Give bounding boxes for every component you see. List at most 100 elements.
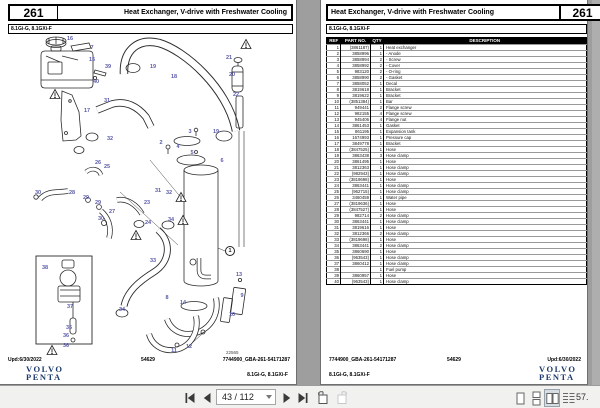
diagram-callout: 4 xyxy=(176,144,180,150)
last-page-button[interactable] xyxy=(294,389,311,406)
diagram-callout: 22 xyxy=(232,92,240,98)
diagram-callout: 15 xyxy=(88,57,96,63)
two-page-view-button[interactable] xyxy=(544,389,560,407)
parts-diagram-drawing xyxy=(33,36,252,355)
diagram-callout: 40 xyxy=(92,79,100,85)
diagram-callout: 37 xyxy=(66,304,74,310)
column-header: REF xyxy=(326,37,341,45)
heat-exchanger-body xyxy=(183,164,219,287)
diagram-callout: 10 xyxy=(228,312,236,318)
diagram-callout: 12 xyxy=(185,344,193,350)
mounting-brackets xyxy=(146,277,247,354)
two-page-continuous-view-icon xyxy=(562,392,574,403)
previous-view-button[interactable] xyxy=(314,389,331,406)
drawing-number: 22565 xyxy=(226,350,239,355)
diagram-callout: 1 xyxy=(225,246,235,256)
model-designation-right: 8.1Gi-G, 8.1GXi-F xyxy=(326,24,587,34)
diagram-callout: 19 xyxy=(212,129,220,135)
two-page-continuous-view-button[interactable] xyxy=(560,389,576,407)
next-page-button[interactable] xyxy=(278,389,295,406)
diagram-callout: 3 xyxy=(188,129,192,135)
diagram-callout: 16 xyxy=(66,36,74,42)
previous-view-icon xyxy=(317,391,328,404)
diagram-callout: 29 xyxy=(82,195,90,201)
column-header: QTY xyxy=(370,37,384,45)
diagram-callout: 34 xyxy=(167,217,175,223)
diagram-callout: 25 xyxy=(103,164,111,170)
footer-doc-ref-left: 7744900_GBA-261-54171287 xyxy=(222,357,290,363)
diagram-callout: 11 xyxy=(171,348,177,354)
next-page-icon xyxy=(283,392,290,403)
diagram-callout: 36 xyxy=(62,333,70,339)
previous-page-button[interactable] xyxy=(198,389,215,406)
diagram-callout: 5 xyxy=(190,150,194,156)
zoom-level-control[interactable]: 57. xyxy=(576,392,589,402)
next-view-button[interactable] xyxy=(334,389,351,406)
diagram-callout: 13 xyxy=(235,272,243,278)
two-page-view-icon xyxy=(545,392,559,404)
footer-catalog-number-left: 54629 xyxy=(141,357,155,363)
first-page-button[interactable] xyxy=(181,389,198,406)
vertical-scrollbar[interactable] xyxy=(592,0,600,385)
footer-models-left: 8.1Gi-G, 8.1GXi-F xyxy=(247,372,288,378)
page-number-left: 261 xyxy=(8,4,59,21)
first-page-icon xyxy=(185,392,194,403)
single-page-view-button[interactable] xyxy=(512,389,528,407)
diagram-callout: 32 xyxy=(106,136,114,142)
footer-updated-left: Upd:6/30/2022 xyxy=(8,357,42,363)
footer-updated-right: Upd:6/30/2022 xyxy=(547,357,581,363)
diagram-callout: 23 xyxy=(143,200,151,206)
diagram-callout: 31 xyxy=(154,188,162,194)
diagram-callout: 34 xyxy=(118,307,126,313)
diagram-callout: 8 xyxy=(165,295,169,301)
volvo-penta-logo: VOLVO PENTA xyxy=(26,364,64,382)
diagram-callout: 33 xyxy=(149,258,157,264)
diagram-callout: 29 xyxy=(94,200,102,206)
continuous-view-button[interactable] xyxy=(528,389,544,407)
diagram-callout: 19 xyxy=(149,64,157,70)
expansion-tank xyxy=(40,36,94,89)
model-designation-left: 8.1Gi-G, 8.1GXi-F xyxy=(8,24,293,34)
page-number-right: 261 xyxy=(559,4,600,21)
diagram-callout: 35 xyxy=(65,325,73,331)
diagram-callout: 30 xyxy=(34,190,42,196)
diagram-callout: 39 xyxy=(104,64,112,70)
page-number-input[interactable]: 43 / 112 xyxy=(216,389,276,405)
diagram-callout: 27 xyxy=(108,209,116,215)
diagram-callout: 6 xyxy=(220,158,224,164)
diagram-callout: 36 xyxy=(62,343,70,349)
diagram-callout: 30 xyxy=(97,216,105,222)
viewer-toolbar: 43 / 112 57. xyxy=(0,385,600,408)
footer-catalog-number-right: 54629 xyxy=(447,357,461,363)
diagram-callout: 38 xyxy=(41,265,49,271)
